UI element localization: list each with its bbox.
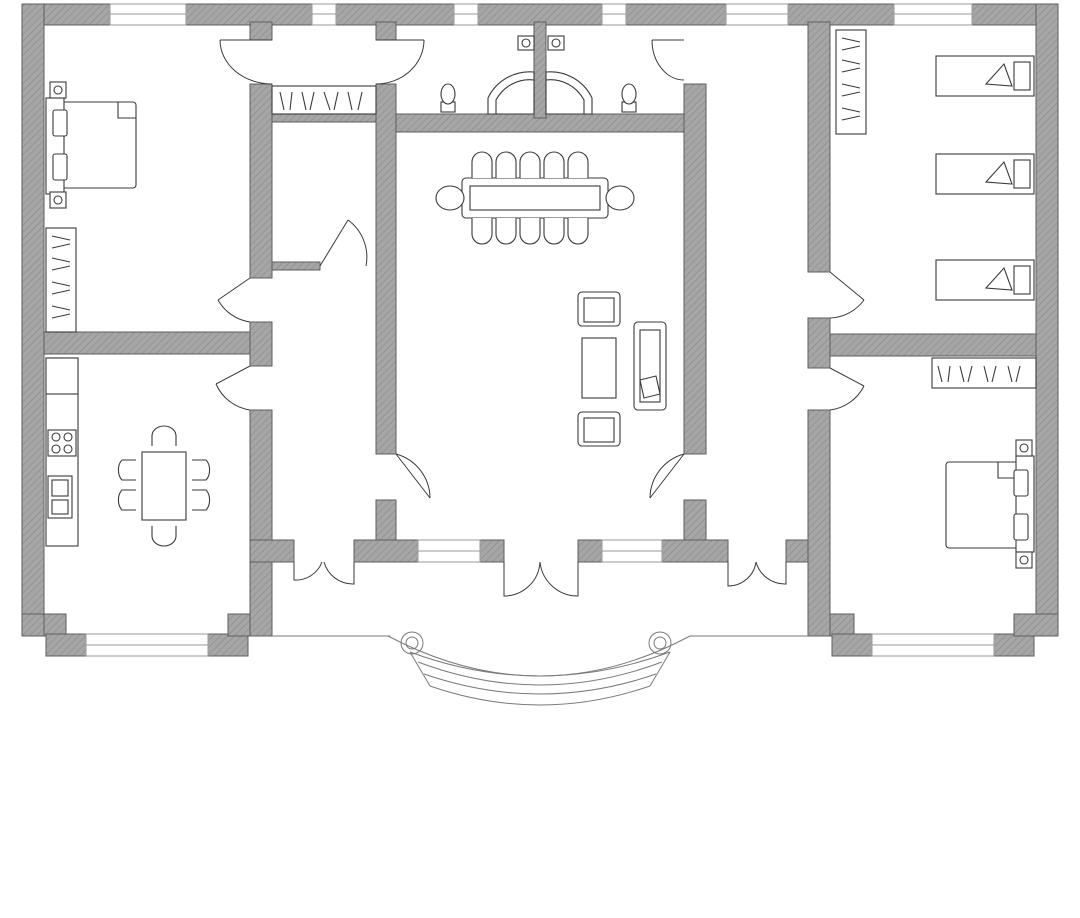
entrance-steps — [272, 631, 808, 706]
wall-left-bottom-pier — [249, 539, 295, 563]
shower-icon — [487, 71, 535, 115]
chair-icon — [471, 151, 589, 245]
door-swing-icon — [375, 39, 425, 85]
furniture — [45, 29, 1037, 569]
wall-hall-left — [375, 83, 397, 455]
wall-right-wing-vertical-upper — [807, 21, 831, 273]
outer-wall-bottom-left — [21, 613, 47, 637]
wardrobe-icon — [931, 357, 1037, 389]
stove-icon — [47, 429, 77, 457]
doors — [215, 39, 865, 597]
wall-right-horizontal — [807, 333, 1037, 357]
sink-icon — [547, 35, 565, 51]
pier-hall-right — [661, 539, 729, 563]
sofa-icon — [577, 291, 621, 327]
wall-hall-right — [683, 83, 707, 455]
bay-corner-left-c — [207, 633, 249, 657]
bay-corner-right-d — [1013, 613, 1059, 637]
windows — [85, 3, 995, 657]
wall-bath-divider — [533, 21, 547, 119]
window-hall-left — [417, 539, 481, 563]
door-swing-icon — [293, 561, 355, 585]
window-top-6 — [893, 3, 973, 26]
window-bottom-right — [871, 633, 995, 657]
door-swing-icon — [829, 271, 865, 319]
bay-corner-left-a — [43, 613, 67, 637]
walls — [21, 3, 1059, 657]
door-swing-icon — [219, 39, 273, 85]
window-top-5 — [725, 3, 789, 26]
door-swing-icon — [319, 219, 368, 267]
wall-left-wing-vertical-upper — [249, 83, 273, 279]
wall-left-horizontal — [43, 331, 273, 355]
double-bed-icon — [945, 439, 1035, 569]
wall-right-corner — [807, 317, 831, 369]
column-icon — [400, 631, 424, 655]
bay-corner-right-c — [993, 633, 1035, 657]
single-bed-icon — [935, 259, 1035, 301]
door-swing-icon — [217, 277, 251, 323]
wardrobe-icon — [271, 85, 377, 115]
outer-wall-left — [21, 3, 45, 637]
pier-hall-center-left — [479, 539, 505, 563]
single-bed-icon — [935, 55, 1035, 97]
shower-icon — [545, 71, 593, 115]
chair-icon — [117, 425, 211, 547]
sink-icon — [517, 35, 535, 51]
window-top-3 — [453, 3, 479, 26]
single-bed-icon — [935, 153, 1035, 195]
toilet-icon — [440, 83, 456, 113]
door-swing-icon — [651, 39, 685, 81]
coffee-table — [581, 337, 617, 399]
bay-corner-left-b — [45, 633, 87, 657]
door-swing-icon — [727, 561, 787, 587]
wall-right-wing-vertical-lower — [807, 409, 831, 637]
toilet-icon — [621, 83, 637, 113]
wall-wardrobe-partition — [271, 113, 377, 123]
wardrobe-icon — [45, 227, 77, 333]
pier-hall-left — [353, 539, 419, 563]
window-bottom-left — [85, 633, 209, 657]
dining-table — [141, 451, 187, 521]
wall-left-wing-stub — [249, 21, 273, 41]
window-hall-right — [601, 539, 663, 563]
wall-corridor-partition — [271, 261, 321, 271]
wall-hall-left-stub — [375, 21, 397, 41]
window-top-4 — [601, 3, 627, 26]
wall-left-wing-vertical-lower — [249, 409, 273, 637]
door-swing-icon — [215, 365, 251, 411]
wardrobe-icon — [835, 29, 867, 135]
column-icon — [648, 631, 672, 655]
pier-hall-center-right — [577, 539, 603, 563]
window-top-1 — [109, 3, 187, 26]
window-top-2 — [311, 3, 337, 26]
double-bed-icon — [45, 81, 137, 209]
sofa-icon — [633, 321, 667, 411]
wall-left-corner-upper — [249, 321, 273, 367]
door-swing-icon — [649, 453, 685, 499]
outer-wall-right — [1035, 3, 1059, 637]
sink-icon — [47, 475, 73, 519]
bay-corner-right-b — [831, 633, 873, 657]
sofa-icon — [577, 411, 621, 447]
door-swing-icon — [503, 561, 579, 597]
dining-table — [435, 177, 635, 219]
door-swing-icon — [395, 453, 431, 499]
door-swing-icon — [829, 367, 865, 411]
